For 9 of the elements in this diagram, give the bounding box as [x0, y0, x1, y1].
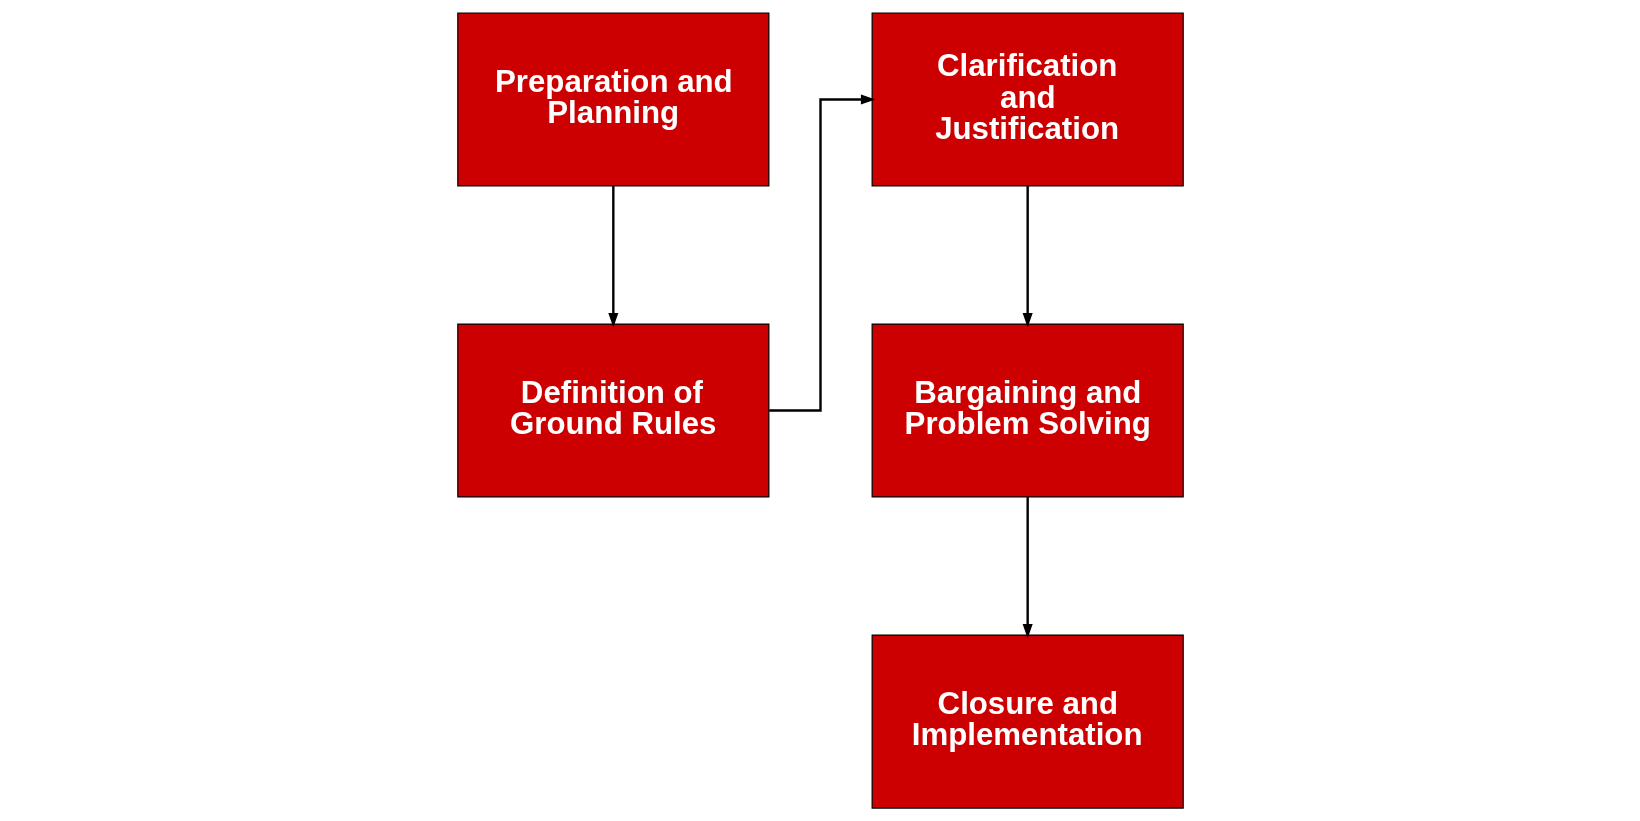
node-box: Bargaining and Problem Solving [871, 323, 1184, 498]
node-box: Closure and Implementation [871, 634, 1184, 809]
node-box: Definition of Ground Rules [456, 323, 769, 498]
node-box: Clarification and Justification [871, 12, 1184, 187]
node-box: Preparation and Planning [456, 12, 769, 187]
arrow [1022, 497, 1033, 639]
arrow [768, 94, 875, 412]
arrow [607, 186, 618, 328]
arrow [1022, 186, 1033, 328]
